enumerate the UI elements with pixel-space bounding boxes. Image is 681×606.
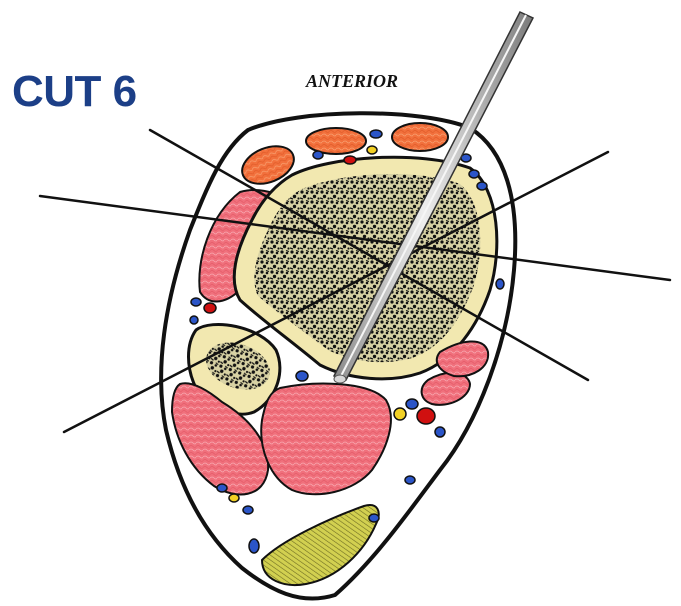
vein-icon <box>296 371 308 381</box>
vein-icon <box>243 506 253 514</box>
vein-icon <box>405 476 415 484</box>
vein-icon <box>406 399 418 409</box>
vein-icon <box>249 539 259 553</box>
vein-icon <box>496 279 504 289</box>
nerve-icon <box>229 494 239 502</box>
artery-icon <box>344 156 356 164</box>
anterior-muscle-right <box>392 123 448 151</box>
vein-icon <box>435 427 445 437</box>
vein-icon <box>469 170 479 178</box>
artery-icon <box>204 303 216 313</box>
vein-icon <box>370 130 382 138</box>
vein-icon <box>477 182 487 190</box>
nerve-icon <box>394 408 406 420</box>
artery-icon <box>417 408 435 424</box>
anterior-muscle-center <box>306 128 366 154</box>
vein-icon <box>313 151 323 159</box>
vein-icon <box>369 514 379 522</box>
vein-icon <box>191 298 201 306</box>
vein-icon <box>217 484 227 492</box>
vein-icon <box>190 316 198 324</box>
nerve-icon <box>367 146 377 154</box>
